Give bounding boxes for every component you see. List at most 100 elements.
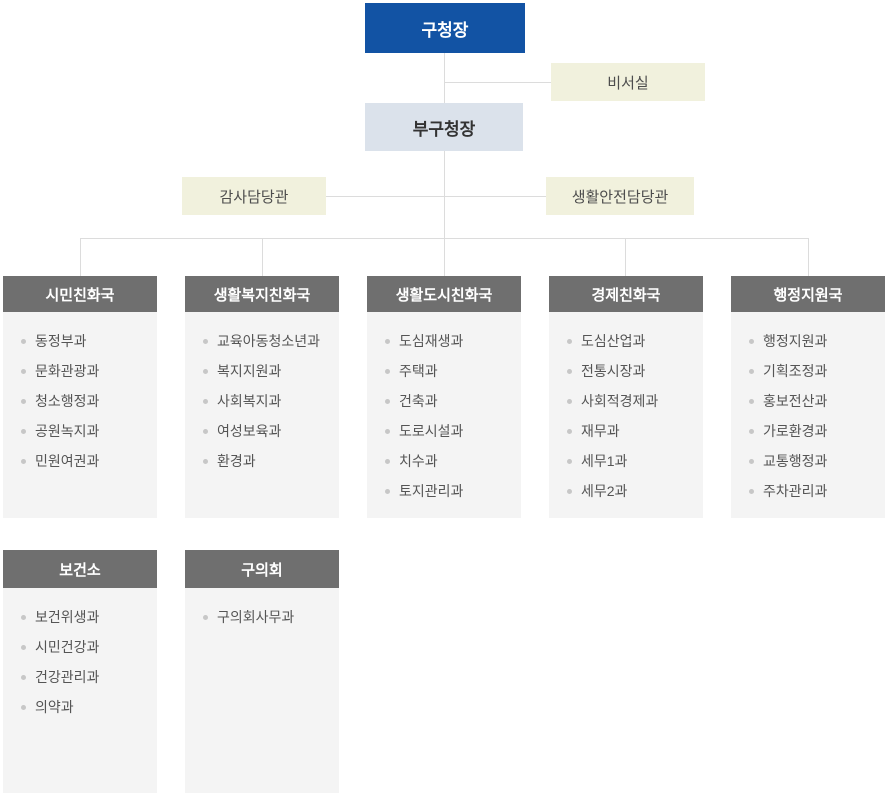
department-label: 건축과: [399, 393, 438, 409]
department-item: 홍보전산과: [731, 386, 885, 416]
connector-tick-bureau-2: [262, 238, 263, 276]
department-label: 주택과: [399, 363, 438, 379]
department-item: 세무2과: [549, 476, 703, 506]
secretary-office-label: 비서실: [607, 74, 649, 92]
bullet-icon: [203, 428, 208, 434]
department-label: 세무1과: [581, 453, 628, 469]
department-item: 동정부과: [3, 326, 157, 356]
department-item: 가로환경과: [731, 416, 885, 446]
bullet-icon: [203, 398, 208, 404]
department-label: 사회복지과: [217, 393, 282, 409]
audit-officer-label: 감사담당관: [219, 188, 289, 206]
department-label: 주차관리과: [763, 483, 828, 499]
bullet-icon: [203, 458, 208, 464]
connector-tick-bureau-5: [808, 238, 809, 276]
bullet-icon: [203, 368, 208, 374]
extras-column-2: 구의회 구의회사무과: [185, 550, 339, 793]
bullet-icon: [749, 458, 754, 464]
bullet-icon: [21, 458, 26, 464]
department-label: 도심산업과: [581, 333, 646, 349]
department-item: 전통시장과: [549, 356, 703, 386]
bullet-icon: [567, 398, 572, 404]
department-item: 보건위생과: [3, 602, 157, 632]
mayor-label: 구청장: [421, 20, 469, 40]
department-label: 치수과: [399, 453, 438, 469]
department-item: 치수과: [367, 446, 521, 476]
bullet-icon: [749, 428, 754, 434]
column-title: 보건소: [59, 561, 101, 579]
department-item: 민원여권과: [3, 446, 157, 476]
bullet-icon: [21, 704, 26, 710]
department-item: 도심재생과: [367, 326, 521, 356]
bullet-icon: [385, 458, 390, 464]
bullet-icon: [385, 428, 390, 434]
department-label: 시민건강과: [35, 639, 100, 655]
department-label: 여성보육과: [217, 423, 282, 439]
department-label: 가로환경과: [763, 423, 828, 439]
department-label: 의약과: [35, 699, 74, 715]
department-item: 구의회사무과: [185, 602, 339, 632]
department-label: 구의회사무과: [217, 609, 295, 625]
bullet-icon: [203, 338, 208, 344]
column-title: 생활복지친화국: [213, 286, 311, 304]
bullet-icon: [385, 368, 390, 374]
column-title: 시민친화국: [45, 286, 115, 304]
connector-deputy-trunk: [444, 151, 445, 238]
department-item: 도로시설과: [367, 416, 521, 446]
department-label: 도로시설과: [399, 423, 464, 439]
column-title: 행정지원국: [773, 286, 843, 304]
department-item: 세무1과: [549, 446, 703, 476]
bullet-icon: [749, 368, 754, 374]
bullet-icon: [567, 428, 572, 434]
bullet-icon: [567, 458, 572, 464]
bullet-icon: [385, 398, 390, 404]
bullet-icon: [21, 368, 26, 374]
department-label: 청소행정과: [35, 393, 100, 409]
department-item: 교통행정과: [731, 446, 885, 476]
department-item: 시민건강과: [3, 632, 157, 662]
department-label: 홍보전산과: [763, 393, 828, 409]
department-label: 사회적경제과: [581, 393, 659, 409]
bullet-icon: [21, 614, 26, 620]
bullet-icon: [203, 614, 208, 620]
bullet-icon: [385, 338, 390, 344]
connector-secretary: [445, 82, 552, 83]
bullet-icon: [21, 398, 26, 404]
department-item: 문화관광과: [3, 356, 157, 386]
department-item: 복지지원과: [185, 356, 339, 386]
bullet-icon: [749, 338, 754, 344]
department-item: 환경과: [185, 446, 339, 476]
department-label: 재무과: [581, 423, 620, 439]
department-label: 행정지원과: [763, 333, 828, 349]
department-item: 토지관리과: [367, 476, 521, 506]
department-label: 기획조정과: [763, 363, 828, 379]
department-item: 재무과: [549, 416, 703, 446]
department-item: 여성보육과: [185, 416, 339, 446]
bullet-icon: [749, 488, 754, 494]
department-label: 동정부과: [35, 333, 87, 349]
bullet-icon: [21, 338, 26, 344]
department-label: 민원여권과: [35, 453, 100, 469]
column-title: 생활도시친화국: [395, 286, 493, 304]
bullet-icon: [21, 428, 26, 434]
department-label: 교육아동청소년과: [217, 333, 321, 349]
column-title: 경제친화국: [591, 286, 661, 304]
department-label: 복지지원과: [217, 363, 282, 379]
secretary-office-box: 비서실: [551, 63, 705, 101]
connector-mayor-deputy: [444, 53, 445, 103]
safety-officer-box: 생활안전담당관: [546, 177, 694, 215]
department-item: 도심산업과: [549, 326, 703, 356]
deputy-mayor-box: 부구청장: [365, 103, 523, 151]
